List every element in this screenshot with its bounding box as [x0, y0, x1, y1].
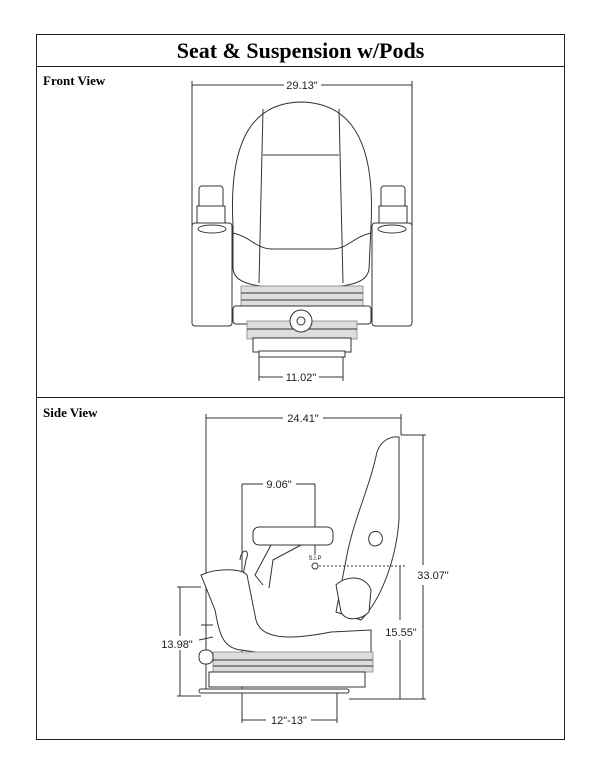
side-view-drawing: 24.41" 9.06" S.I.P	[161, 413, 449, 727]
overall-depth-dim: 24.41"	[287, 413, 319, 425]
sip-marker	[311, 562, 319, 570]
right-pod	[371, 185, 413, 327]
suspension-bellows	[212, 651, 374, 673]
front-height-dim: 13.98"	[161, 639, 193, 651]
side-view-label: Side View	[43, 405, 98, 420]
sip-offset-dim: 9.06"	[266, 479, 291, 491]
adjust-knob	[289, 309, 313, 333]
backrest	[335, 436, 400, 621]
overall-width-dim: 29.13"	[286, 80, 318, 92]
seat-cushion	[200, 569, 372, 666]
sip-height-dim: 15.55"	[385, 627, 417, 639]
page-title: Seat & Suspension w/Pods	[37, 35, 564, 67]
sip-label: S.I.P	[308, 556, 321, 562]
left-pod	[191, 185, 233, 327]
slide-rail	[198, 688, 350, 694]
base-width-dim: 11.02"	[286, 372, 317, 384]
backrest	[231, 101, 373, 289]
armrest	[252, 526, 334, 546]
overall-height-dim: 33.07"	[417, 570, 449, 582]
spec-sheet: Seat & Suspension w/Pods Front View 29.1…	[36, 34, 565, 740]
side-view-section: Side View 24.41" 9.06" S.I.P	[37, 398, 564, 741]
front-view-drawing: 29.13"	[191, 80, 413, 384]
front-view-label: Front View	[43, 73, 106, 88]
front-view-section: Front View 29.13"	[37, 66, 564, 398]
slide-travel-dim: 12"-13"	[271, 715, 307, 727]
